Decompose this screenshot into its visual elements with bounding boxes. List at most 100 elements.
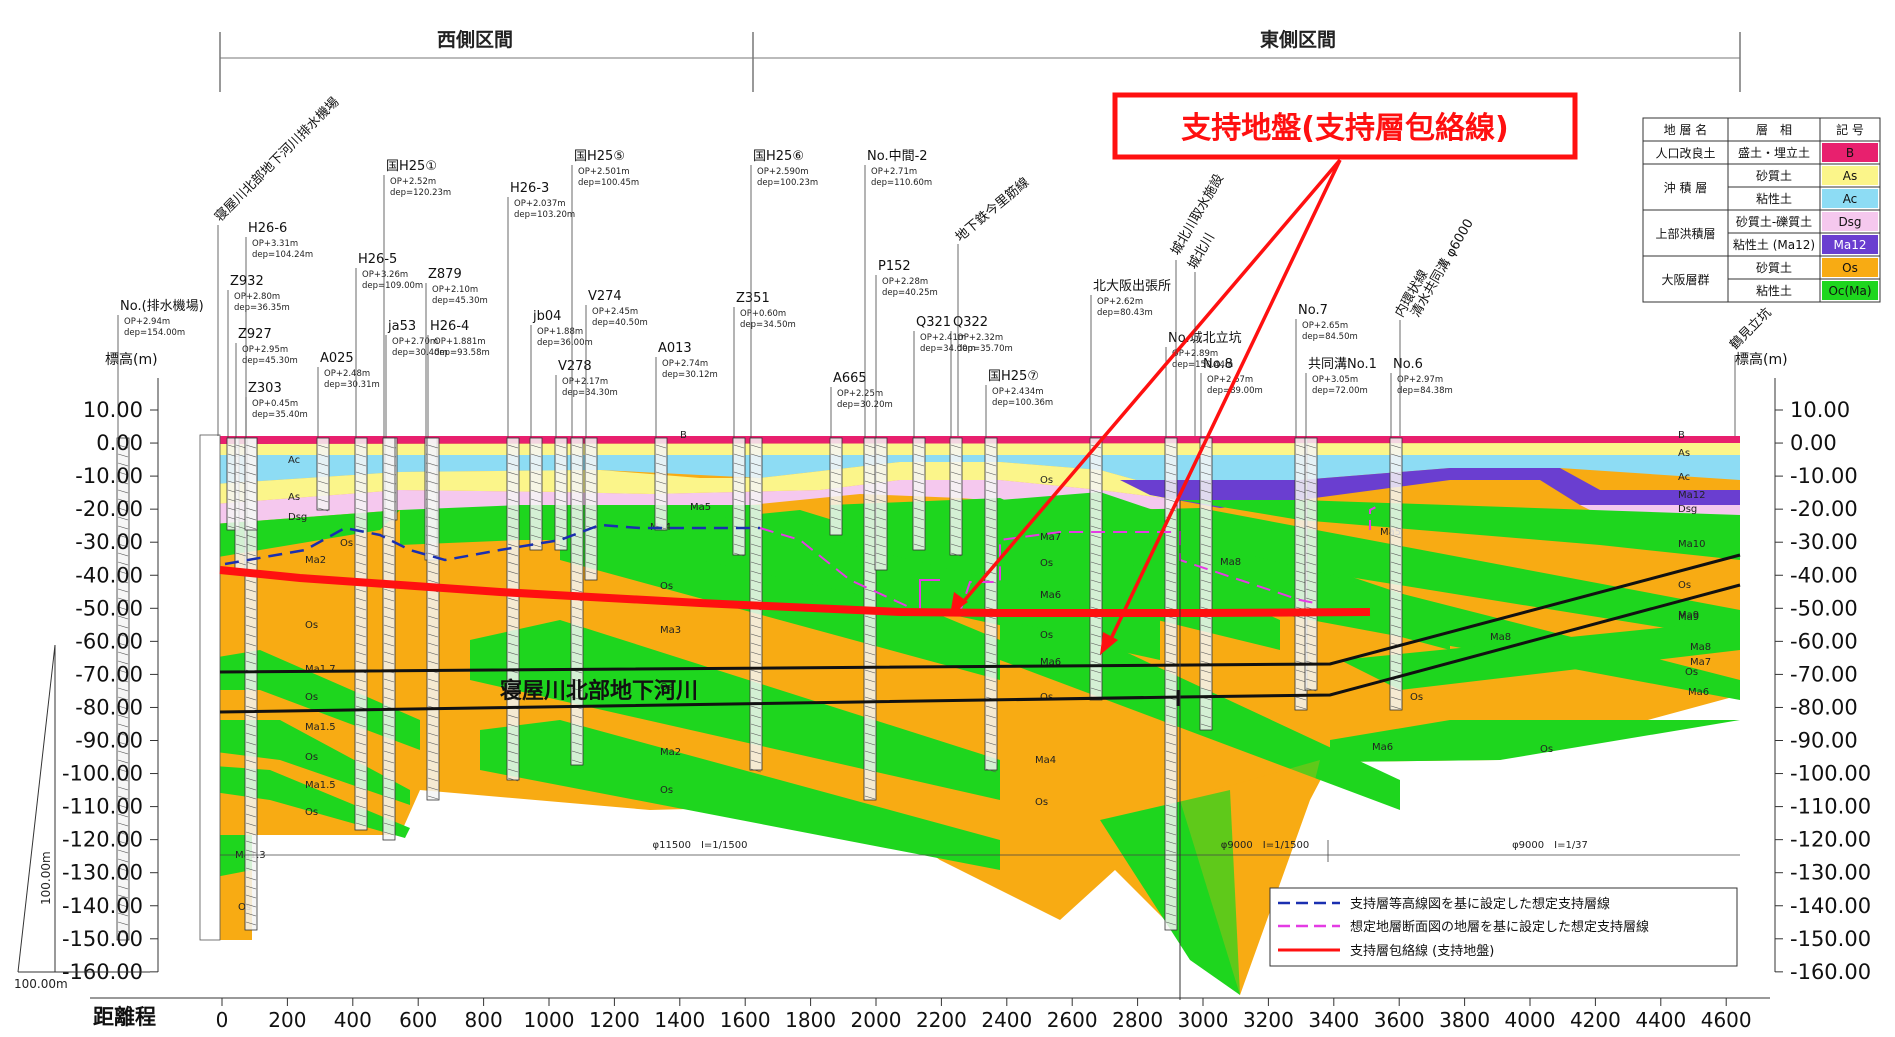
borehole-hatch — [830, 507, 842, 512]
borehole-hatch — [1305, 489, 1317, 494]
borehole-hatch — [355, 471, 367, 476]
borehole-hatch — [383, 516, 395, 521]
borehole-hatch — [427, 498, 439, 503]
borehole-hatch — [1200, 588, 1212, 593]
borehole-hatch — [507, 498, 519, 503]
borehole-hatch — [864, 678, 876, 683]
borehole-hatch — [383, 822, 395, 827]
borehole-hatch — [427, 453, 439, 458]
layer-label: Ma6 — [1372, 742, 1393, 753]
borehole-name: No.8 — [1203, 357, 1233, 372]
y-tick-label-left: -100.00 — [62, 762, 143, 786]
legend-code: As — [1843, 169, 1857, 183]
borehole-hatch — [913, 489, 925, 494]
borehole-hatch — [117, 507, 129, 512]
tunnel-note-east: φ9000 I=1/37 — [1512, 840, 1588, 851]
borehole-hatch — [864, 696, 876, 701]
borehole-column — [732, 437, 746, 556]
borehole-hatch — [733, 480, 745, 485]
borehole-hatch — [555, 507, 567, 512]
borehole-hatch — [427, 480, 439, 485]
borehole-dep: dep=34.50m — [740, 320, 796, 330]
legend-group: 上部洪積層 — [1655, 226, 1715, 241]
borehole-hatch — [427, 552, 439, 557]
borehole-dep: dep=72.00m — [1312, 386, 1368, 396]
borehole-hatch — [571, 642, 583, 647]
borehole-hatch — [1295, 633, 1307, 638]
borehole-dep: dep=34.00m — [920, 344, 976, 354]
x-tick-label: 3400 — [1308, 1008, 1359, 1032]
legend-color-swatch — [1822, 281, 1878, 300]
borehole-hatch — [1390, 669, 1402, 674]
layer-label: Ma10 — [1678, 539, 1705, 550]
borehole-hatch — [427, 561, 439, 566]
borehole-op: OP+2.71m — [871, 167, 917, 177]
borehole-hatch — [117, 930, 129, 935]
layer-label: Ma9 — [1678, 612, 1699, 623]
legend-phase: 砂質土 — [1756, 168, 1792, 183]
borehole-hatch — [235, 453, 247, 458]
borehole-hatch — [1295, 552, 1307, 557]
borehole-hatch — [1390, 588, 1402, 593]
borehole-hatch — [1390, 561, 1402, 566]
band-ma7-east — [1340, 620, 1740, 690]
borehole-hatch — [1165, 471, 1177, 476]
y-tick-label-right: -120.00 — [1790, 828, 1871, 852]
borehole-hatch — [1090, 561, 1102, 566]
layer-label: Ma2 — [660, 747, 681, 758]
river-top-line — [219, 553, 1741, 674]
borehole-hatch — [1295, 696, 1307, 701]
x-tick-label: 1000 — [524, 1008, 575, 1032]
borehole-name: Z303 — [248, 381, 282, 396]
line-legend-box — [1269, 887, 1738, 967]
y-tick-label-right: -50.00 — [1790, 596, 1858, 620]
borehole-hatch — [1200, 678, 1212, 683]
borehole-op: OP+2.501m — [578, 167, 630, 177]
x-tick-label: 1600 — [720, 1008, 771, 1032]
borehole-hatch — [985, 732, 997, 737]
borehole-hatch — [507, 696, 519, 701]
x-tick-label: 4200 — [1570, 1008, 1621, 1032]
borehole-hatch — [950, 534, 962, 539]
borehole-hatch — [864, 705, 876, 710]
borehole-hatch — [1165, 750, 1177, 755]
borehole-op: OP+2.74m — [662, 359, 708, 369]
borehole-hatch — [875, 525, 887, 530]
band-ma9 — [1120, 508, 1740, 640]
borehole-dep: dep=84.38m — [1397, 386, 1453, 396]
borehole-op: OP+2.10m — [432, 285, 478, 295]
borehole-hatch — [1305, 678, 1317, 683]
borehole-hatch — [245, 732, 257, 737]
borehole-hatch — [245, 597, 257, 602]
borehole-hatch — [1090, 489, 1102, 494]
borehole-hatch — [245, 903, 257, 908]
borehole-hatch — [750, 705, 762, 710]
borehole-name: H26-6 — [248, 221, 287, 236]
borehole-hatch — [507, 732, 519, 737]
borehole-hatch — [555, 543, 567, 548]
tunnel-note-middle: φ9000 I=1/1500 — [1221, 840, 1310, 851]
borehole-hatch — [1305, 624, 1317, 629]
borehole-dep: dep=100.23m — [757, 178, 818, 188]
layer-label: Dsg — [1678, 504, 1697, 515]
borehole-hatch — [1165, 570, 1177, 575]
borehole-hatch — [245, 858, 257, 863]
borehole-hatch — [1200, 462, 1212, 467]
borehole-hatch — [864, 498, 876, 503]
borehole-hatch — [655, 489, 667, 494]
borehole-hatch — [383, 543, 395, 548]
borehole-dep: dep=30.40m — [392, 348, 448, 358]
borehole-hatch — [1200, 624, 1212, 629]
borehole-hatch — [571, 489, 583, 494]
borehole-hatch — [750, 534, 762, 539]
layer-label: B — [1678, 430, 1685, 441]
borehole-hatch — [383, 480, 395, 485]
borehole-hatch — [383, 714, 395, 719]
borehole-hatch — [427, 768, 439, 773]
borehole-hatch — [750, 741, 762, 746]
borehole-op: OP+2.94m — [124, 317, 170, 327]
borehole-hatch — [383, 633, 395, 638]
y-tick-label-right: -160.00 — [1790, 960, 1871, 984]
borehole-hatch — [1165, 813, 1177, 818]
borehole-dep: dep=36.00m — [537, 338, 593, 348]
